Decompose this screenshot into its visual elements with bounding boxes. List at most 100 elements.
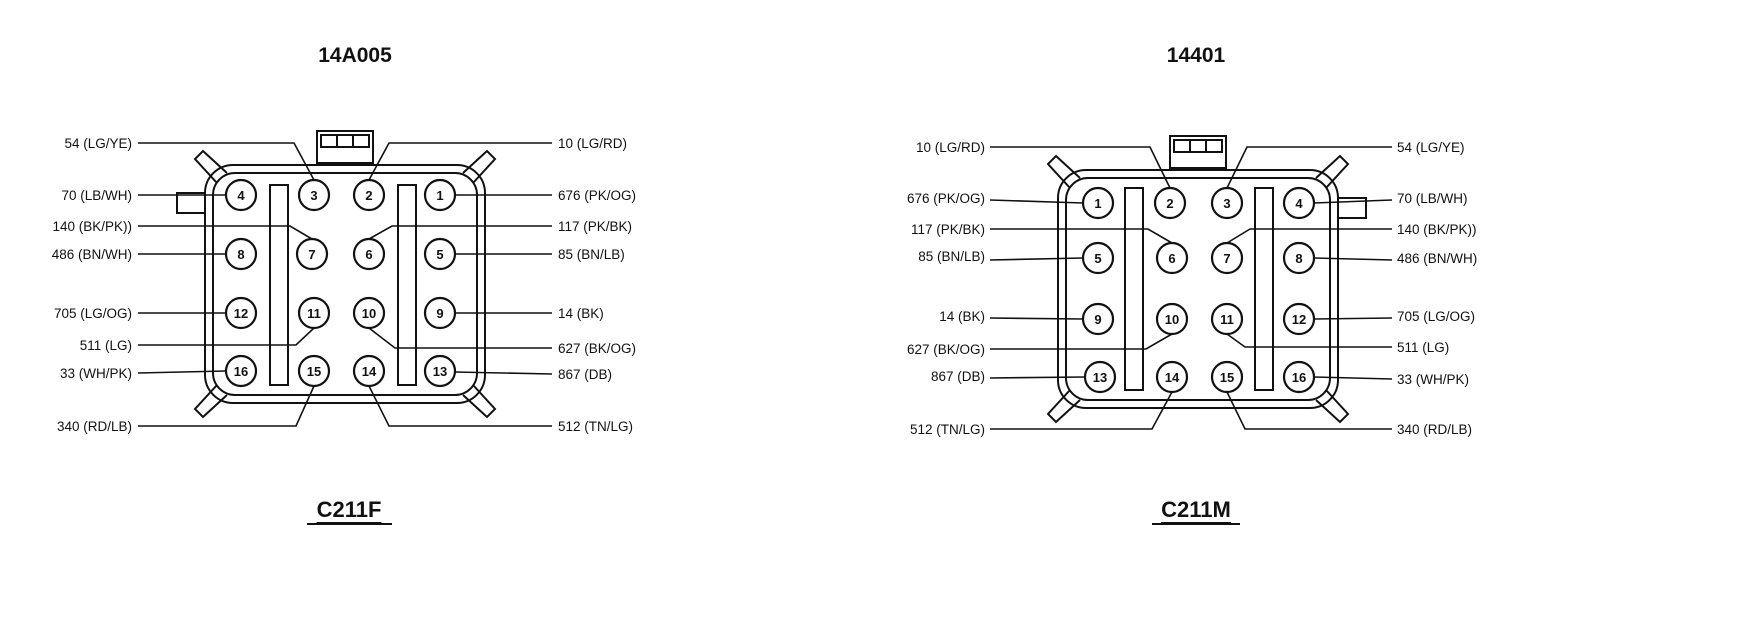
wire-label-pin-14: 512 (TN/LG)	[558, 419, 633, 434]
wire-label-pin-5: 85 (BN/LB)	[558, 247, 625, 262]
pin-2-circle	[352, 178, 386, 212]
pin-13-number: 13	[1093, 370, 1107, 385]
wire-label-pin-9: 14 (BK)	[939, 309, 985, 324]
pin-7-number: 7	[1223, 251, 1230, 266]
pin-1-circle	[1081, 186, 1115, 220]
connector-corner-ear	[462, 384, 497, 419]
wire-label-pin-11: 511 (LG)	[1397, 340, 1449, 355]
wire-label-pin-8: 486 (BN/WH)	[1397, 251, 1477, 266]
pin-15-number: 15	[307, 364, 321, 379]
connector-corner-ear	[193, 149, 228, 184]
connector-corner-ear	[1046, 389, 1081, 424]
connector-latch	[1169, 135, 1227, 169]
leader-line-pin-12	[1313, 317, 1393, 320]
pin-6-circle	[352, 237, 386, 271]
pin-7-number: 7	[308, 247, 315, 262]
leader-line-pin-9	[989, 317, 1084, 320]
wire-label-pin-2: 10 (LG/RD)	[558, 136, 627, 151]
pin-16-number: 16	[1292, 370, 1306, 385]
wire-label-pin-10: 627 (BK/OG)	[558, 341, 636, 356]
pin-9-circle	[1081, 302, 1115, 336]
pin-10-number: 10	[1165, 312, 1179, 327]
leader-line-pin-16	[137, 370, 227, 374]
pin-14-circle	[352, 354, 386, 388]
connector-latch-top	[1173, 139, 1223, 153]
pin-14-circle	[1155, 360, 1189, 394]
wire-label-pin-2: 10 (LG/RD)	[916, 140, 985, 155]
connector-corner-ear	[193, 384, 228, 419]
pin-9-number: 9	[436, 306, 443, 321]
wire-label-pin-10: 627 (BK/OG)	[907, 342, 985, 357]
leader-line-pin-15	[138, 385, 315, 427]
pin-5-number: 5	[436, 247, 443, 262]
leader-line-pin-3	[138, 142, 315, 181]
leader-line-pin-11	[138, 327, 315, 346]
connector-latch	[316, 130, 374, 164]
connector-corner-ear	[1315, 154, 1350, 189]
pin-1-number: 1	[436, 188, 443, 203]
leader-line-pin-1	[989, 199, 1084, 204]
leader-line-pin-4	[1313, 199, 1393, 204]
pin-4-circle	[1282, 186, 1316, 220]
pin-15-circle	[297, 354, 331, 388]
pin-4-circle	[224, 178, 258, 212]
pin-5-circle	[423, 237, 457, 271]
wire-label-pin-1: 676 (PK/OG)	[558, 188, 636, 203]
pin-4-number: 4	[1295, 196, 1303, 211]
pin-11-number: 11	[1220, 312, 1234, 327]
pin-3-circle	[1210, 186, 1244, 220]
pin-2-circle	[1153, 186, 1187, 220]
pin-14-number: 14	[362, 364, 377, 379]
pin-11-number: 11	[307, 306, 321, 321]
connector-shell-inner	[1065, 177, 1331, 401]
leader-line-pin-6	[368, 225, 552, 240]
pin-5-number: 5	[1094, 251, 1101, 266]
wire-label-pin-12: 705 (LG/OG)	[1397, 309, 1475, 324]
leader-line-pin-2	[990, 146, 1171, 189]
leader-line-pin-6	[990, 228, 1173, 244]
pin-11-circle	[297, 296, 331, 330]
connector-polarization-bar	[269, 184, 289, 386]
pin-3-number: 3	[1223, 196, 1230, 211]
wire-label-pin-15: 340 (RD/LB)	[57, 419, 132, 434]
connector-shell	[1057, 169, 1339, 409]
pin-9-circle	[423, 296, 457, 330]
pin-10-circle	[1155, 302, 1189, 336]
leader-line-pin-14	[368, 385, 552, 427]
pin-8-circle	[224, 237, 258, 271]
pin-13-number: 13	[433, 364, 447, 379]
wire-label-pin-7: 140 (BK/PK))	[1397, 222, 1477, 237]
connector-latch-top	[320, 134, 370, 148]
pin-12-number: 12	[1292, 312, 1306, 327]
pin-12-number: 12	[234, 306, 248, 321]
pin-15-circle	[1210, 360, 1244, 394]
wire-label-pin-4: 70 (LB/WH)	[61, 188, 132, 203]
wire-label-pin-7: 140 (BK/PK))	[52, 219, 132, 234]
leader-line-pin-3	[1226, 146, 1392, 189]
leader-line-pin-8	[1313, 257, 1393, 261]
wire-label-pin-3: 54 (LG/YE)	[1397, 140, 1465, 155]
pin-14-number: 14	[1165, 370, 1180, 385]
connector-corner-ear	[1046, 154, 1081, 189]
pin-16-number: 16	[234, 364, 248, 379]
wire-label-pin-5: 85 (BN/LB)	[918, 249, 985, 264]
pin-1-number: 1	[1094, 196, 1101, 211]
leader-line-pin-5	[989, 257, 1084, 261]
pin-3-number: 3	[310, 188, 317, 203]
wire-label-pin-12: 705 (LG/OG)	[54, 306, 132, 321]
pin-2-number: 2	[365, 188, 372, 203]
pin-2-number: 2	[1166, 196, 1173, 211]
connector-polarization-bar	[397, 184, 417, 386]
leader-line-pin-14	[990, 391, 1173, 430]
pin-7-circle	[1210, 241, 1244, 275]
leader-line-pin-13	[454, 371, 553, 375]
wire-label-pin-1: 676 (PK/OG)	[907, 191, 985, 206]
leader-line-pin-7	[1226, 228, 1392, 244]
pin-8-number: 8	[1295, 251, 1302, 266]
pin-4-number: 4	[237, 188, 245, 203]
pin-11-circle	[1210, 302, 1244, 336]
connector-corner-ear	[1315, 389, 1350, 424]
wire-label-pin-16: 33 (WH/PK)	[1397, 372, 1469, 387]
connector-m-name: C211M	[1161, 497, 1231, 522]
